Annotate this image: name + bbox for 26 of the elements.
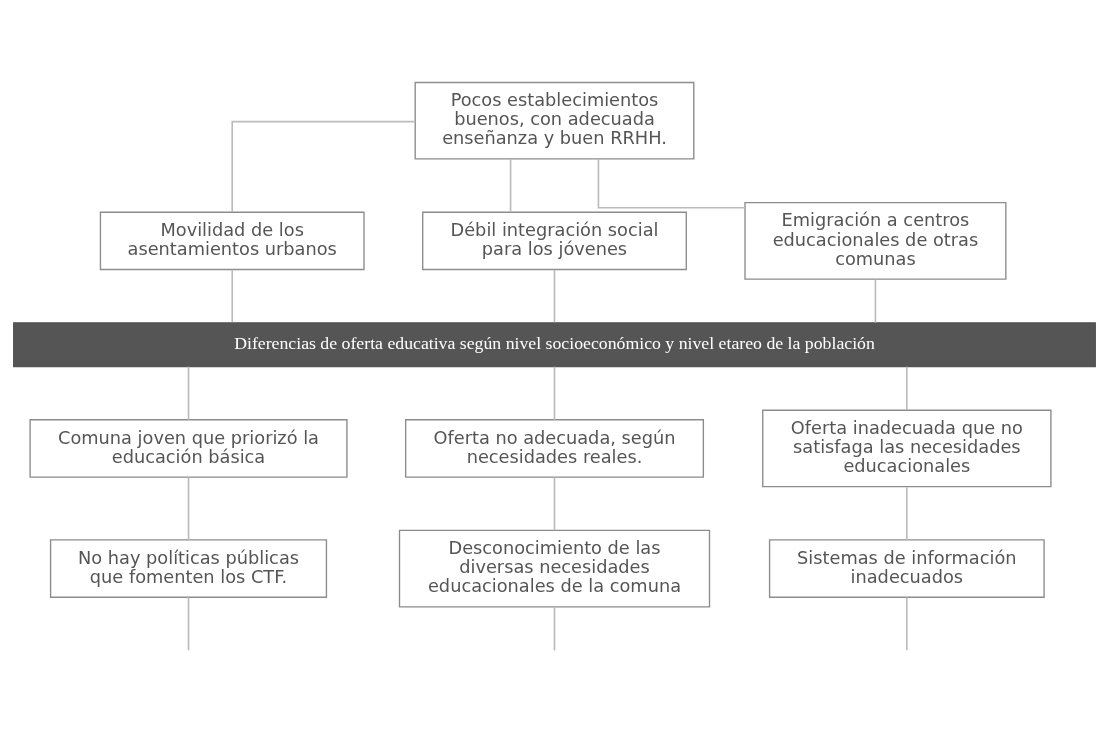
node-box: Oferta no adecuada, según necesidades reales.	[404, 419, 705, 478]
connector	[597, 158, 746, 209]
node-box: Emigración a centros educacionales de otras comunas	[744, 201, 1007, 280]
connector	[187, 596, 190, 652]
connector	[231, 120, 416, 213]
node-box: Diferencias de oferta educativa según nivel socioeconómico y nivel etareo de la población	[13, 322, 1096, 368]
node-box: Débil integración social para los jóvenes	[422, 211, 687, 271]
connector	[553, 476, 556, 532]
connector	[553, 365, 556, 421]
connector	[187, 365, 190, 421]
connector	[509, 158, 512, 213]
node-box: Movilidad de los asentamientos urbanos	[99, 211, 365, 271]
connector	[906, 365, 908, 411]
connector	[874, 278, 877, 324]
node-box: Sistemas de información inadecuados	[768, 539, 1045, 598]
node-box: Oferta inadecuada que no satisfaga las necesidades educacionales	[762, 409, 1052, 488]
node-box: Desconocimiento de las diversas necesidades educacionales de la comuna	[398, 529, 711, 608]
connector	[231, 268, 234, 323]
node-box: Pocos establecimientos buenos, con adecuada enseñanza y buen RRHH.	[414, 81, 695, 160]
connector	[553, 268, 556, 323]
node-box: Comuna joven que priorizó la educación básica	[29, 419, 348, 478]
node-box: No hay políticas públicas que fomenten los CTF.	[49, 539, 328, 598]
connector	[187, 476, 190, 541]
connector	[906, 486, 908, 541]
connector	[906, 596, 908, 652]
connector	[553, 606, 556, 652]
